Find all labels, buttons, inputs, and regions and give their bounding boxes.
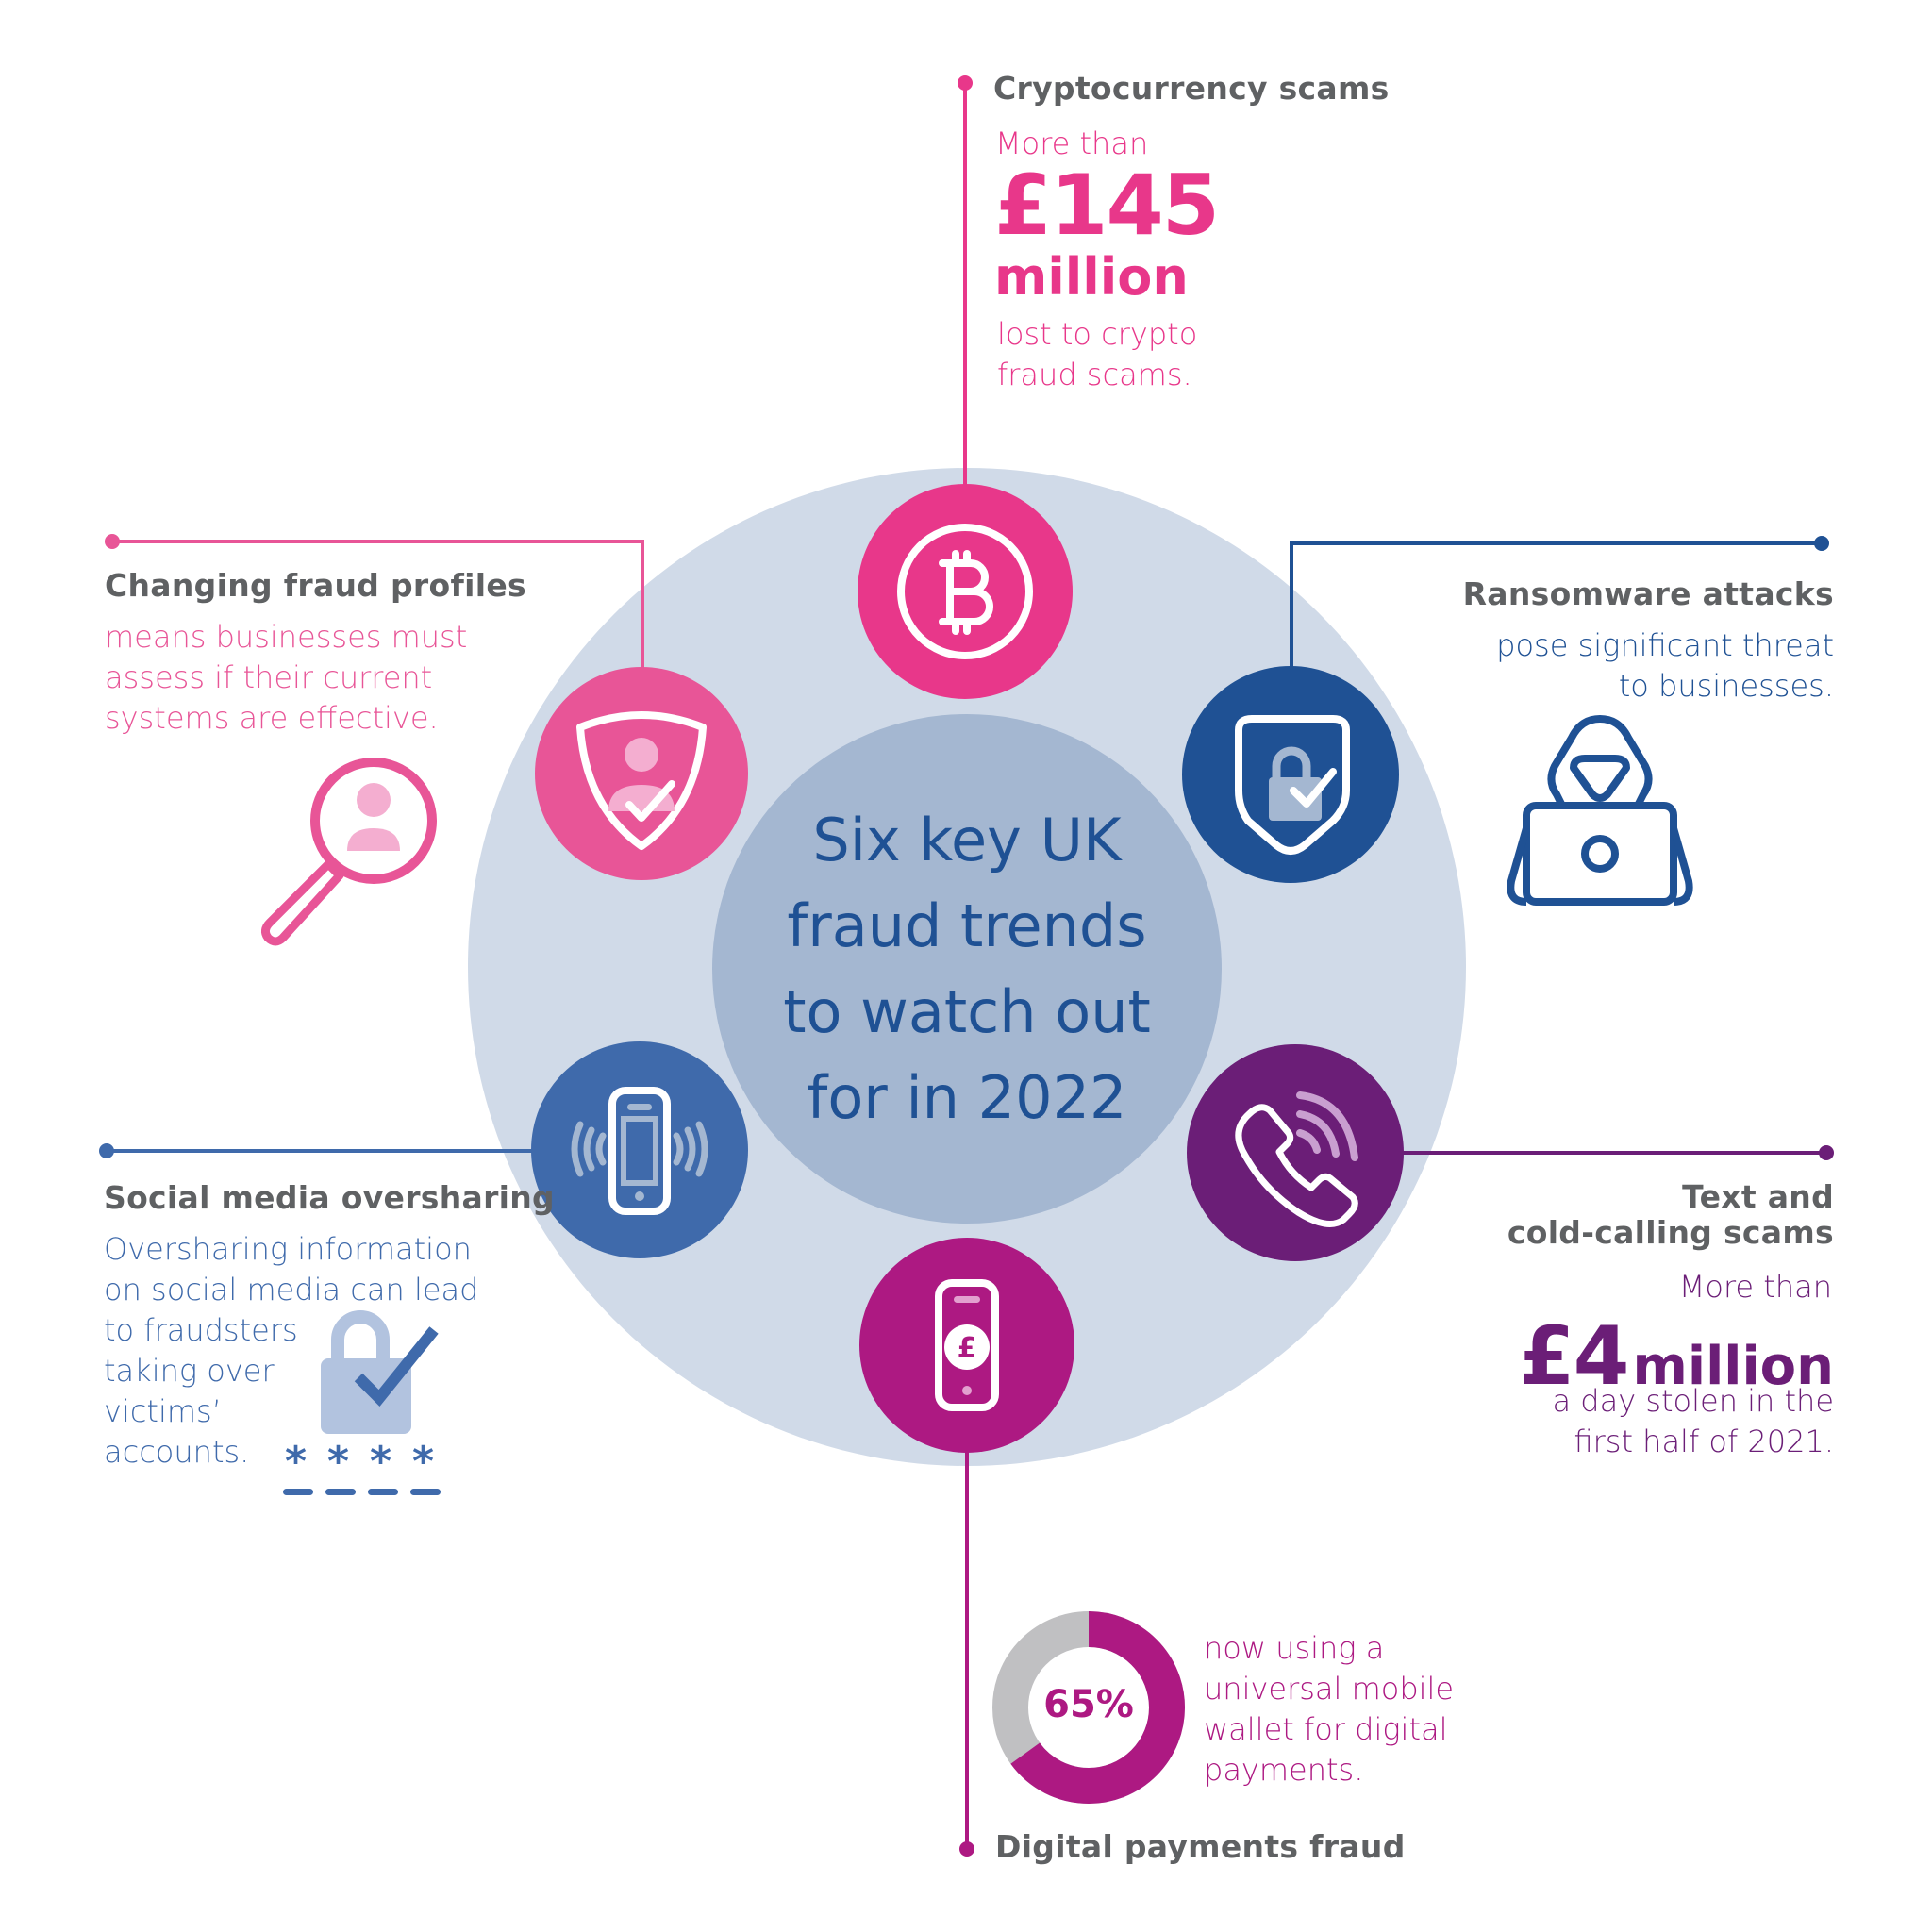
title-line: fraud trends [787, 891, 1147, 960]
calling-heading: Text and cold-calling scams [1507, 1178, 1834, 1251]
bitcoin-icon [897, 524, 1033, 659]
profiles-heading: Changing fraud profiles [105, 567, 526, 604]
calling-connector-dot [1819, 1145, 1834, 1160]
crypto-prefix: More than [995, 125, 1149, 161]
crypto-unit: million [994, 247, 1189, 307]
shield-lock-check-icon [1235, 715, 1350, 855]
ransomware-connector-line-v [1290, 541, 1293, 668]
payments-donut-chart [992, 1611, 1185, 1804]
payments-connector-dot [959, 1841, 974, 1857]
profiles-description: means businesses must assess if their cu… [105, 619, 468, 736]
title-line: Six key UK [812, 806, 1122, 874]
ransomware-connector-dot [1814, 536, 1829, 551]
crypto-description: lost to crypto fraud scams. [997, 316, 1198, 392]
crypto-heading: Cryptocurrency scams [993, 70, 1390, 107]
calling-amount: £4 [1518, 1309, 1630, 1404]
title-line: to watch out [783, 977, 1151, 1046]
password-mask-icon: * * * * [283, 1438, 453, 1500]
profiles-connector-line-h [112, 540, 644, 543]
magnifier-user-icon [260, 758, 437, 946]
vibrating-phone-icon [571, 1087, 708, 1215]
center-title-circle [712, 714, 1222, 1224]
payments-percent-label: 65% [1043, 1683, 1134, 1726]
calling-connector-line [1402, 1151, 1826, 1155]
phone-pound-icon: £ [935, 1279, 999, 1411]
calling-amount-row: £4 million [1519, 1309, 1834, 1404]
social-connector-line [107, 1149, 533, 1153]
hooded-hacker-laptop-icon [1507, 715, 1693, 906]
crypto-amount: £145 [994, 157, 1220, 254]
crypto-icon-circle [858, 484, 1073, 699]
calling-prefix: More than [1678, 1269, 1832, 1305]
svg-text:£: £ [958, 1332, 977, 1365]
social-icon-circle [531, 1041, 748, 1258]
social-heading: Social media oversharing [104, 1179, 555, 1216]
calling-unit: million [1632, 1336, 1834, 1397]
padlock-check-icon [321, 1310, 439, 1434]
payments-heading: Digital payments fraud [995, 1828, 1406, 1865]
payments-description: now using a universal mobile wallet for … [1204, 1630, 1455, 1788]
ransomware-description: pose significant threat to businesses. [1496, 627, 1834, 704]
crypto-connector-line [963, 83, 967, 487]
ransomware-connector-line-h [1290, 541, 1822, 545]
shield-user-check-icon [576, 711, 707, 850]
page-title: Six key UK fraud trends to watch out for… [712, 797, 1222, 1141]
social-description: Oversharing information on social media … [104, 1231, 479, 1470]
profiles-connector-line-v [641, 540, 644, 670]
title-line: for in 2022 [807, 1063, 1127, 1132]
calling-description: a day stolen in the first half of 2021. [1552, 1383, 1835, 1459]
profiles-icon-circle [535, 667, 748, 880]
phone-call-icon [1235, 1091, 1358, 1227]
ransomware-heading: Ransomware attacks [1462, 575, 1834, 612]
payments-connector-line [965, 1451, 969, 1845]
ransomware-icon-circle [1182, 666, 1399, 883]
payments-icon-circle: £ [859, 1238, 1074, 1453]
calling-icon-circle [1187, 1044, 1404, 1261]
